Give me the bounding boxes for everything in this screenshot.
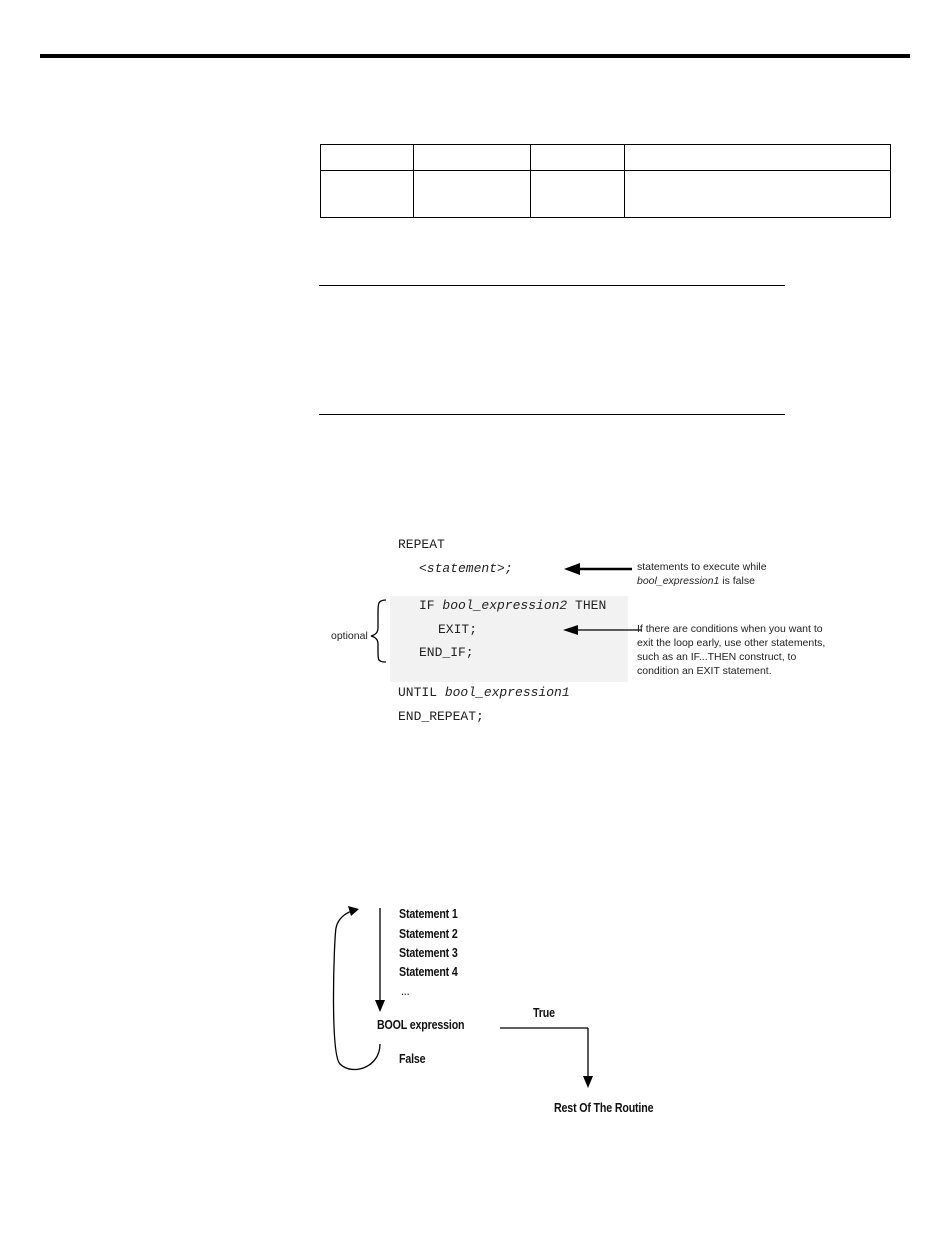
header-rule (40, 54, 910, 58)
code-end-if: END_IF; (419, 645, 474, 660)
code-until-expression: bool_expression1 (444, 685, 570, 700)
code-if-expression: bool_expression2 (442, 598, 568, 613)
flow-exit-label: Rest Of The Routine (554, 1100, 654, 1115)
flow-statement-4: Statement 4 (399, 964, 458, 979)
arrow-2-head (563, 625, 578, 635)
flow-ellipsis: ... (401, 983, 410, 998)
code-statement: <statement>; (419, 561, 513, 576)
flow-statement-3: Statement 3 (399, 945, 458, 960)
arrow-1-head (564, 563, 580, 575)
table-row (320, 170, 891, 218)
flow-true-head (583, 1076, 593, 1088)
note-exit-line1: If there are conditions when you want to (637, 623, 823, 635)
code-end-repeat: END_REPEAT; (398, 709, 484, 724)
code-until-keyword: UNTIL (398, 685, 445, 700)
optional-block-shade (390, 596, 628, 682)
rule-top (319, 285, 785, 286)
flow-condition: BOOL expression (377, 1017, 465, 1032)
code-repeat: REPEAT (398, 537, 445, 552)
table-cell (530, 170, 625, 218)
code-if-then: THEN (567, 598, 607, 613)
optional-label: optional (331, 630, 368, 642)
flow-false-label: False (399, 1051, 426, 1066)
flow-down-head (375, 1000, 385, 1012)
table-cell (413, 170, 531, 218)
empty-table (320, 144, 891, 218)
optional-brace (370, 599, 387, 663)
flow-true-label: True (533, 1005, 555, 1020)
note-statements-expr: bool_expression1 (637, 575, 720, 587)
note-exit: If there are conditions when you want to… (637, 622, 825, 678)
flow-statement-1: Statement 1 (399, 906, 458, 921)
code-until: UNTIL bool_expression1 (398, 685, 570, 700)
code-if: IF bool_expression2 THEN (419, 598, 606, 613)
note-exit-line2: exit the loop early, use other statement… (637, 637, 826, 649)
table-cell (624, 144, 891, 171)
note-statements-line2: bool_expression1 is false (637, 574, 767, 588)
table-row (320, 144, 891, 171)
rule-bottom (319, 414, 785, 415)
table-cell (624, 170, 891, 218)
note-statements-rest: is false (719, 575, 755, 587)
code-if-keyword: IF (419, 598, 443, 613)
note-statements: statements to execute while bool_express… (637, 560, 767, 588)
note-exit-line4: condition an EXIT statement. (637, 665, 772, 677)
flow-loop-path (332, 910, 381, 1071)
code-statement-text: <statement>; (419, 561, 513, 576)
code-exit: EXIT; (438, 622, 478, 637)
flow-loop-head (348, 906, 359, 916)
note-exit-line3: such as an IF...THEN construct, to (637, 651, 797, 663)
flow-statement-2: Statement 2 (399, 926, 458, 941)
note-statements-line1: statements to execute while (637, 561, 767, 573)
